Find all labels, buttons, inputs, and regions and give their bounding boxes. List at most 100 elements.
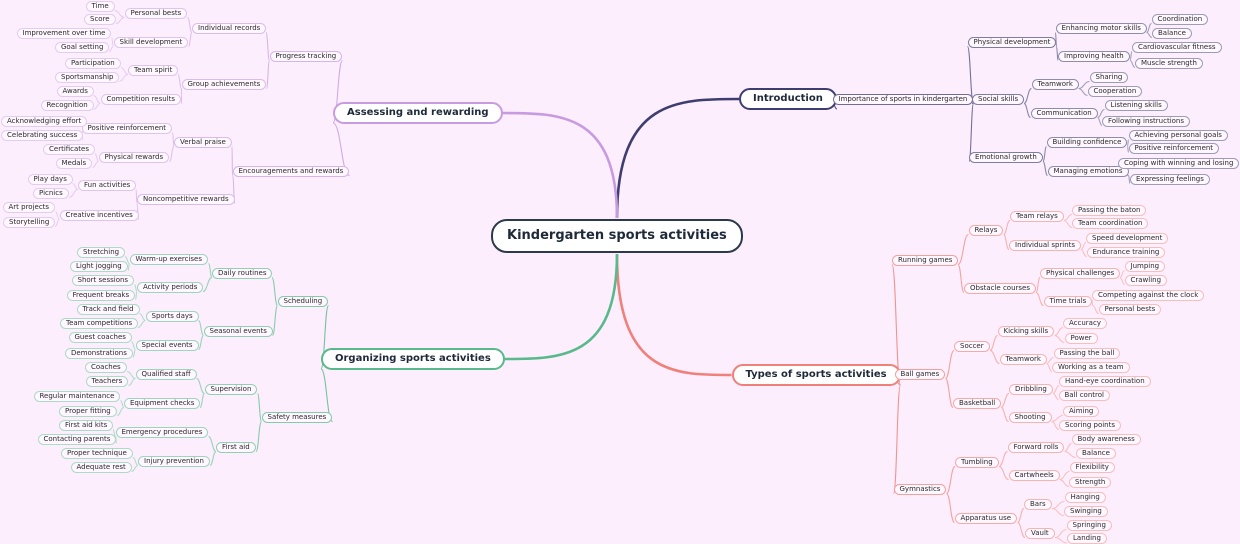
- types-apparatus-node[interactable]: Apparatus use: [954, 512, 1018, 524]
- assess-skilldev-node[interactable]: Skill development: [113, 36, 189, 48]
- intro-goals-node[interactable]: Achieving personal goals: [1128, 129, 1228, 141]
- org-branch-node[interactable]: Organizing sports activities: [321, 348, 505, 370]
- intro-branch-node[interactable]: Introduction: [739, 88, 837, 110]
- intro-teamwork-node[interactable]: Teamwork: [1031, 78, 1079, 90]
- assess-recog-node[interactable]: Recognition: [40, 99, 94, 111]
- org-daily-node[interactable]: Daily routines: [212, 267, 273, 279]
- types-dribbling-node[interactable]: Dribbling: [1009, 383, 1053, 395]
- assess-sportsman-node[interactable]: Sportsmanship: [55, 71, 120, 83]
- types-passball-node[interactable]: Passing the ball: [1053, 347, 1121, 359]
- types-bars-node[interactable]: Bars: [1024, 498, 1052, 510]
- intro-coord-node[interactable]: Coordination: [1151, 13, 1209, 25]
- intro-follow-node[interactable]: Following instructions: [1102, 115, 1190, 127]
- types-shooting-node[interactable]: Shooting: [1008, 411, 1052, 423]
- types-strength-node[interactable]: Strength: [1069, 476, 1112, 488]
- intro-health-node[interactable]: Improving health: [1058, 50, 1130, 62]
- types-handeye-node[interactable]: Hand-eye coordination: [1059, 375, 1151, 387]
- types-basketball-node[interactable]: Basketball: [953, 397, 1002, 409]
- intro-confidence-node[interactable]: Building confidence: [1046, 136, 1128, 148]
- intro-emo-node[interactable]: Emotional growth: [969, 151, 1043, 163]
- org-fitting-node[interactable]: Proper fitting: [59, 405, 117, 417]
- types-branch-node[interactable]: Types of sports activities: [731, 364, 901, 386]
- types-hanging-node[interactable]: Hanging: [1064, 491, 1106, 503]
- types-springing-node[interactable]: Springing: [1066, 519, 1112, 531]
- org-firstaid-node[interactable]: First aid: [216, 441, 256, 453]
- types-trials-node[interactable]: Time trials: [1043, 295, 1093, 307]
- org-maint-node[interactable]: Regular maintenance: [33, 390, 121, 402]
- types-power-node[interactable]: Power: [1064, 332, 1098, 344]
- org-supervision-node[interactable]: Supervision: [204, 383, 258, 395]
- types-soccerteam-node[interactable]: Teamwork: [999, 353, 1047, 365]
- assess-branch-node[interactable]: Assessing and rewarding: [333, 102, 503, 124]
- org-jog-node[interactable]: Light jogging: [70, 260, 128, 272]
- assess-success-node[interactable]: Celebrating success: [1, 129, 84, 141]
- org-teamcomp-node[interactable]: Team competitions: [60, 317, 139, 329]
- org-special-node[interactable]: Special events: [135, 339, 199, 351]
- types-endurance-node[interactable]: Endurance training: [1086, 246, 1166, 258]
- intro-importance-node[interactable]: Importance of sports in kindergarten: [832, 93, 974, 105]
- types-teamcoord-node[interactable]: Team coordination: [1072, 217, 1149, 229]
- intro-motor-node[interactable]: Enhancing motor skills: [1055, 22, 1147, 34]
- types-obstacle-node[interactable]: Obstacle courses: [964, 282, 1037, 294]
- assess-effort-node[interactable]: Acknowledging effort: [1, 115, 88, 127]
- types-vault-node[interactable]: Vault: [1025, 527, 1055, 539]
- types-aiming-node[interactable]: Aiming: [1063, 405, 1100, 417]
- org-coaches-node[interactable]: Coaches: [85, 361, 127, 373]
- types-cartwheels-node[interactable]: Cartwheels: [1008, 469, 1060, 481]
- assess-encourage-node[interactable]: Encouragements and rewards: [232, 165, 350, 177]
- types-crawling-node[interactable]: Crawling: [1124, 274, 1168, 286]
- types-accuracy-node[interactable]: Accuracy: [1063, 317, 1107, 329]
- assess-records-node[interactable]: Individual records: [192, 22, 267, 34]
- assess-awards-node[interactable]: Awards: [56, 85, 94, 97]
- assess-picnics-node[interactable]: Picnics: [33, 187, 69, 199]
- types-swinging-node[interactable]: Swinging: [1064, 505, 1108, 517]
- intro-comm-node[interactable]: Communication: [1030, 107, 1098, 119]
- types-flex-node[interactable]: Flexibility: [1069, 461, 1115, 473]
- assess-pb-node[interactable]: Personal bests: [124, 7, 188, 19]
- types-pb-node[interactable]: Personal bests: [1098, 303, 1162, 315]
- types-relays-node[interactable]: Relays: [968, 224, 1004, 236]
- assess-creative-node[interactable]: Creative incentives: [59, 209, 139, 221]
- types-gymbalance-node[interactable]: Balance: [1076, 447, 1116, 459]
- org-seasonal-node[interactable]: Seasonal events: [203, 325, 273, 337]
- assess-cert-node[interactable]: Certificates: [43, 143, 96, 155]
- intro-coop-node[interactable]: Cooperation: [1087, 85, 1143, 97]
- org-guest-node[interactable]: Guest coaches: [68, 331, 132, 343]
- assess-improve-node[interactable]: Improvement over time: [16, 27, 112, 39]
- org-track-node[interactable]: Track and field: [76, 303, 140, 315]
- types-scoring-node[interactable]: Scoring points: [1059, 419, 1122, 431]
- assess-fun-node[interactable]: Fun activities: [78, 179, 137, 191]
- org-sched-node[interactable]: Scheduling: [277, 295, 329, 307]
- assess-score-node[interactable]: Score: [84, 13, 116, 25]
- org-periods-node[interactable]: Activity periods: [137, 281, 204, 293]
- types-jumping-node[interactable]: Jumping: [1124, 260, 1166, 272]
- org-sportsdays-node[interactable]: Sports days: [145, 310, 199, 322]
- types-sprints-node[interactable]: Individual sprints: [1009, 239, 1082, 251]
- types-rolls-node[interactable]: Forward rolls: [1007, 441, 1065, 453]
- assess-comp-node[interactable]: Competition results: [100, 93, 182, 105]
- org-short-node[interactable]: Short sessions: [71, 274, 135, 286]
- org-kits-node[interactable]: First aid kits: [59, 419, 114, 431]
- intro-coping-node[interactable]: Coping with winning and losing: [1118, 157, 1240, 169]
- assess-spirit-node[interactable]: Team spirit: [128, 64, 179, 76]
- org-emerg-node[interactable]: Emergency procedures: [115, 426, 209, 438]
- org-equip-node[interactable]: Equipment checks: [124, 397, 201, 409]
- org-rest-node[interactable]: Adequate rest: [70, 461, 132, 473]
- types-soccer-node[interactable]: Soccer: [954, 340, 990, 352]
- org-injury-node[interactable]: Injury prevention: [138, 455, 210, 467]
- org-demo-node[interactable]: Demonstrations: [65, 347, 133, 359]
- types-baton-node[interactable]: Passing the baton: [1072, 204, 1147, 216]
- intro-sharing-node[interactable]: Sharing: [1089, 71, 1129, 83]
- intro-muscle-node[interactable]: Muscle strength: [1135, 57, 1203, 69]
- intro-manage-node[interactable]: Managing emotions: [1047, 165, 1129, 177]
- org-teachers-node[interactable]: Teachers: [85, 375, 129, 387]
- types-ballcontrol-node[interactable]: Ball control: [1058, 389, 1110, 401]
- org-staff-node[interactable]: Qualified staff: [135, 368, 197, 380]
- types-running-node[interactable]: Running games: [892, 254, 959, 266]
- org-warmup-node[interactable]: Warm-up exercises: [129, 253, 209, 265]
- types-kicking-node[interactable]: Kicking skills: [997, 325, 1055, 337]
- types-tumbling-node[interactable]: Tumbling: [955, 456, 999, 468]
- org-safety-node[interactable]: Safety measures: [261, 411, 333, 423]
- assess-verbal-node[interactable]: Verbal praise: [174, 136, 232, 148]
- types-challenges-node[interactable]: Physical challenges: [1040, 267, 1121, 279]
